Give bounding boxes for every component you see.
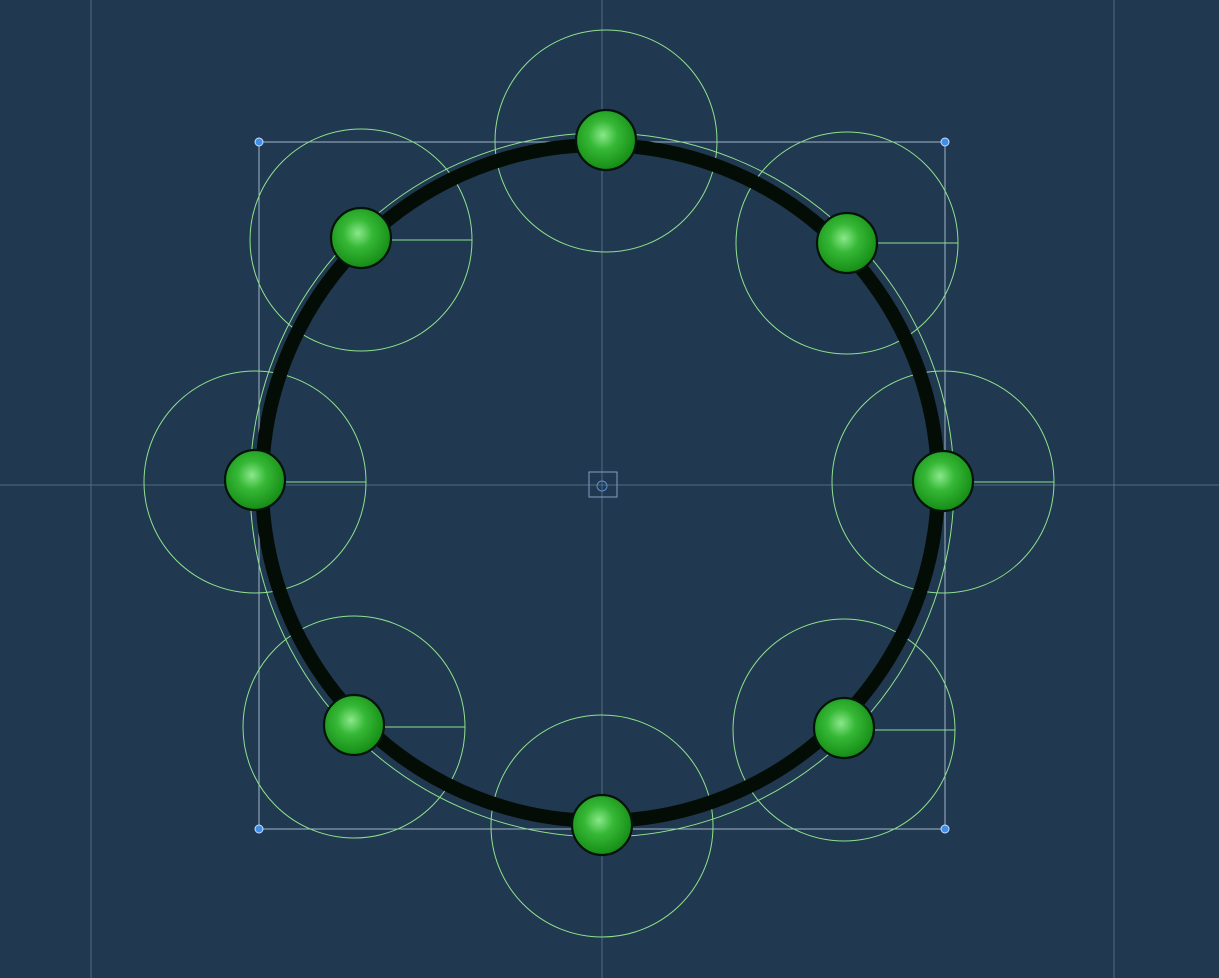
- node-bottom-collider: [490, 714, 714, 938]
- node-bottom-left[interactable]: [322, 693, 386, 757]
- resize-handle-bottom-right[interactable]: [940, 824, 950, 834]
- resize-handle-bottom-left[interactable]: [254, 824, 264, 834]
- node-top-right[interactable]: [815, 211, 879, 275]
- node-left[interactable]: [223, 448, 287, 512]
- pivot-box: [588, 471, 618, 498]
- node-top[interactable]: [574, 108, 638, 172]
- selection-handles: [254, 137, 950, 834]
- node-right[interactable]: [911, 449, 975, 513]
- node-bottom[interactable]: [570, 793, 634, 857]
- ring-nodes: [223, 108, 975, 857]
- pivot-icon: [596, 480, 608, 492]
- node-top-left[interactable]: [329, 206, 393, 270]
- resize-handle-top-right[interactable]: [940, 137, 950, 147]
- collider-gizmos: [143, 29, 1055, 938]
- pivot-gizmo[interactable]: [588, 471, 618, 498]
- node-bottom-right[interactable]: [812, 696, 876, 760]
- node-top-collider: [494, 29, 718, 253]
- resize-handle-top-left[interactable]: [254, 137, 264, 147]
